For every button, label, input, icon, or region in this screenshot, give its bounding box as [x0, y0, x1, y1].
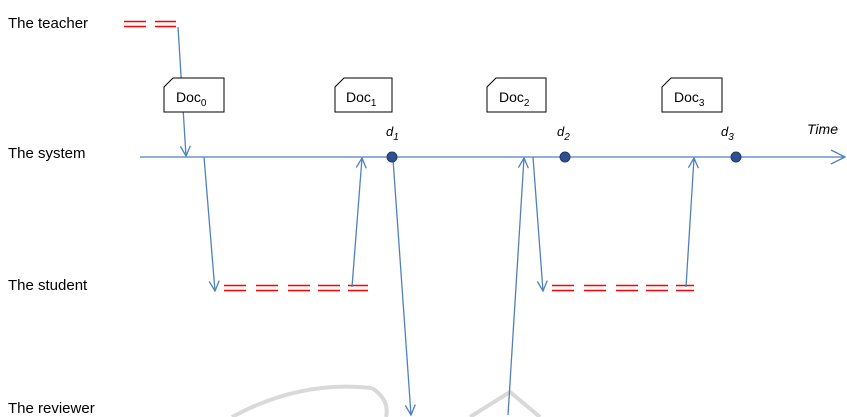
svg-text:Doc0: Doc0 — [176, 89, 207, 109]
svg-text:Doc3: Doc3 — [674, 89, 705, 109]
document-doc0: Doc0 — [163, 77, 225, 113]
student-to-system-arrow-1 — [351, 158, 362, 288]
deadline-dot-1 — [386, 151, 398, 163]
svg-text:Doc2: Doc2 — [499, 89, 530, 109]
watermark — [231, 384, 542, 417]
role-reviewer: The reviewer — [8, 400, 95, 417]
deadline-dot-2 — [559, 151, 571, 163]
deadline-label-1: d1 — [386, 124, 399, 143]
deadline-label-2: d2 — [557, 124, 570, 143]
document-doc3: Doc3 — [661, 77, 723, 113]
system-to-student-arrow-1 — [203, 156, 215, 291]
student-wait-line-1 — [224, 284, 368, 292]
student-wait-line-2 — [552, 284, 694, 292]
role-system: The system — [8, 145, 86, 162]
system-to-reviewer-arrow — [392, 158, 411, 415]
time-axis-label: Time — [807, 121, 838, 137]
system-to-student-arrow-2 — [532, 156, 543, 291]
document-doc1: Doc1 — [334, 77, 393, 113]
teacher-wait-line — [124, 20, 176, 28]
student-to-system-arrow-2 — [685, 158, 694, 288]
deadline-label-3: d3 — [721, 124, 734, 143]
reviewer-to-system-arrow — [507, 158, 524, 416]
svg-text:Doc1: Doc1 — [346, 89, 377, 109]
role-teacher: The teacher — [8, 15, 88, 32]
deadline-dot-3 — [730, 151, 742, 163]
document-doc2: Doc2 — [486, 77, 547, 113]
role-student: The student — [8, 277, 88, 294]
